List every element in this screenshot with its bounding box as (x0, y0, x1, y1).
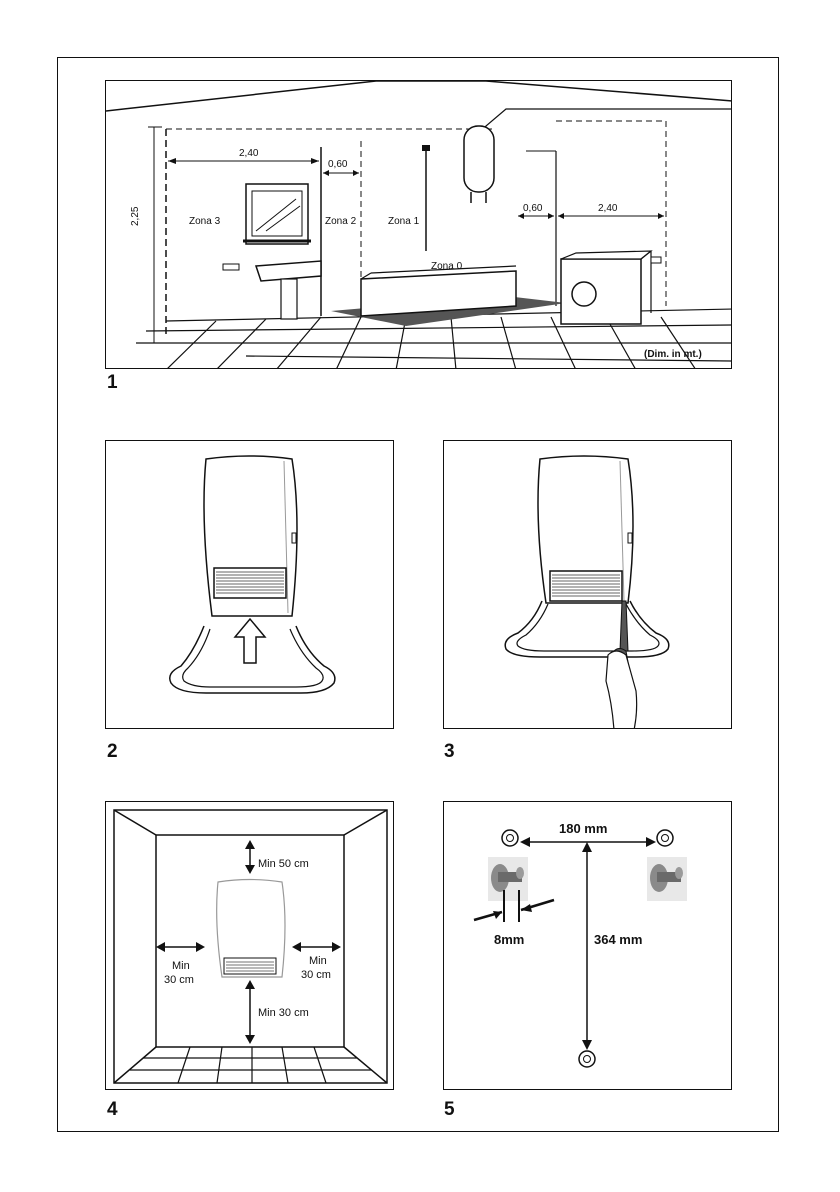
clearance-bottom-label: Min 30 cm (258, 1007, 309, 1019)
room-clearance-drawing (106, 802, 394, 1090)
drilling-template-drawing (444, 802, 732, 1090)
vertical-distance-label: 364 mm (594, 932, 642, 947)
clearance-left-line2: 30 cm (164, 974, 194, 986)
figure-4-number: 4 (107, 1099, 118, 1121)
figure-5-drilling-template: 180 mm 364 mm 8mm (443, 801, 732, 1090)
clearance-right-line1: Min (309, 955, 327, 967)
dim-gap-left-label: 0,60 (328, 159, 347, 170)
zone-1-label: Zona 1 (388, 216, 419, 227)
washer-bottom (579, 1051, 595, 1067)
figure-2-number: 2 (107, 741, 118, 763)
clearance-left-line1: Min (172, 960, 190, 972)
dimension-note: (Dim. in mt.) (644, 349, 702, 360)
figure-5-number: 5 (444, 1099, 455, 1121)
zone-0-label: Zona 0 (431, 261, 462, 272)
figure-1-bathroom-zones: 2,25 2,40 0,60 0,60 2,40 Zona 3 Zona 2 Z… (105, 80, 732, 369)
dim-right-width-label: 2,40 (598, 203, 617, 214)
figure-3-number: 3 (444, 741, 455, 763)
zone-2-label: Zona 2 (325, 216, 356, 227)
hole-diameter-label: 8mm (494, 932, 524, 947)
figure-1-number: 1 (107, 372, 118, 394)
figure-3-base-screw (443, 440, 732, 729)
dim-gap-right-label: 0,60 (523, 203, 542, 214)
zone-3-label: Zona 3 (189, 216, 220, 227)
figure-2-base-attach (105, 440, 394, 729)
heater-with-arrow-drawing (106, 441, 394, 729)
washer-top-right (657, 830, 673, 846)
figure-4-clearances: Min 50 cm Min 30 cm Min 30 cm Min 30 cm (105, 801, 394, 1090)
washer-top-left (502, 830, 518, 846)
heater-on-base-drawing (444, 441, 732, 729)
dim-height-label: 2,25 (130, 207, 141, 226)
clearance-right-line2: 30 cm (301, 969, 331, 981)
clearance-top-label: Min 50 cm (258, 858, 309, 870)
horizontal-distance-label: 180 mm (559, 821, 607, 836)
dim-left-width-label: 2,40 (239, 148, 258, 159)
